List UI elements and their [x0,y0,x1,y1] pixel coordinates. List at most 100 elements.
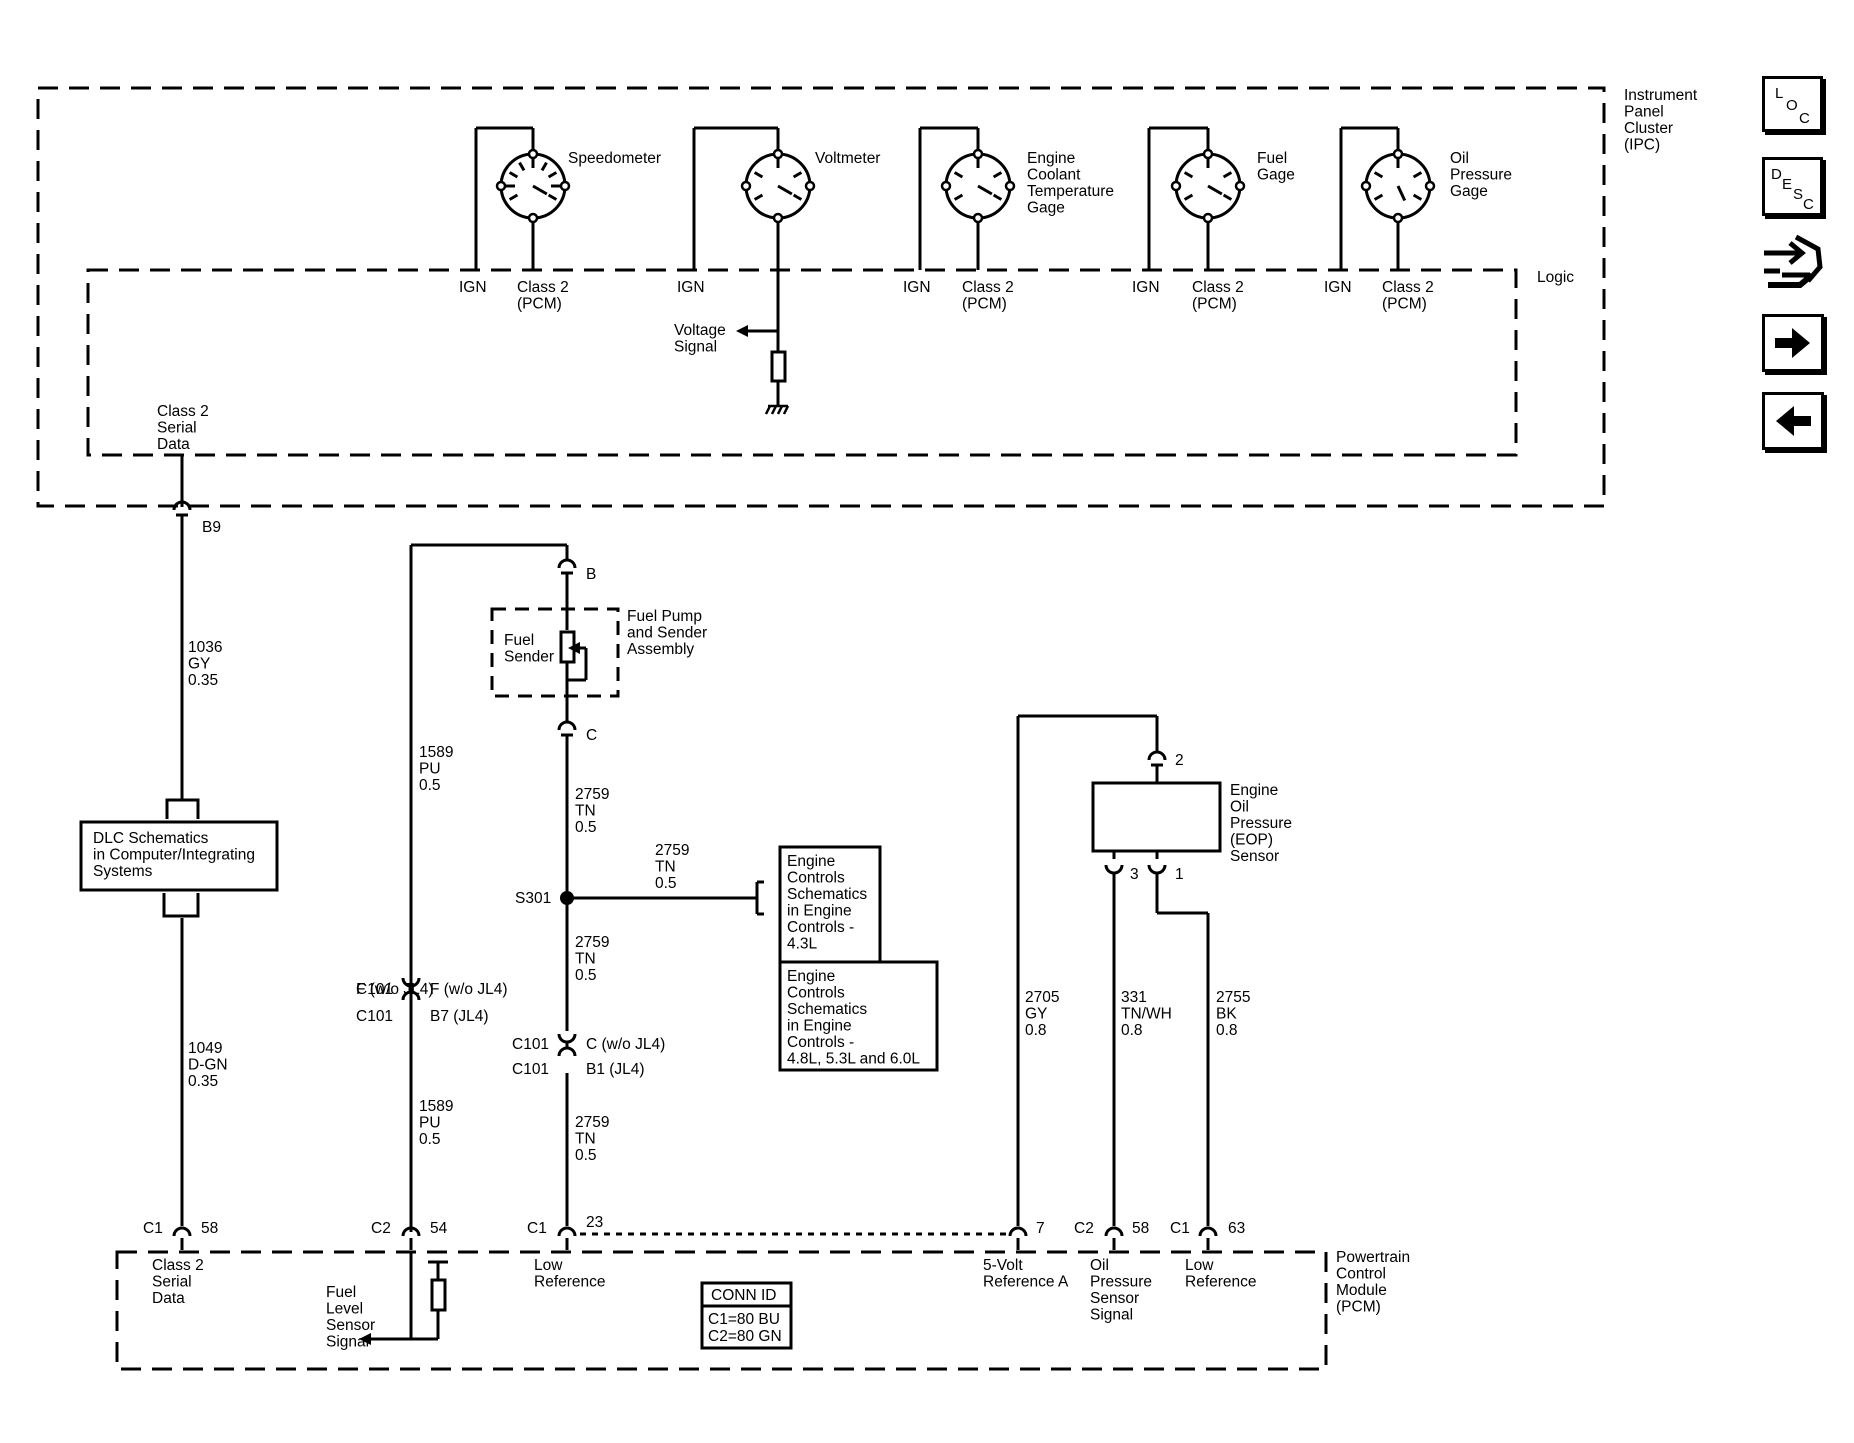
class2-pcm-label-3-line: (PCM) [1192,296,1237,313]
class2-pcm-label-4: Class 2(PCM) [1382,279,1434,313]
class2-pcm-label-2-line: (PCM) [962,296,1007,313]
pcm-title-line: (PCM) [1336,1299,1381,1316]
pcm-five-volt-label-line: 5-Volt [983,1257,1023,1274]
engine-ref-1-text-line: Controls [787,870,845,887]
label-pcm-c1-c: C1 [1170,1220,1190,1237]
label-c101-c: C (w/o JL4) [586,1036,665,1053]
wire-2705-label-line: 2705 [1025,989,1059,1006]
tool-button[interactable] [1760,233,1826,295]
conn-id-lines-line: C2=80 GN [708,1328,782,1345]
gauge-label-3-line: Fuel [1257,150,1287,167]
tool-icon [1764,234,1823,288]
wire-2755-label-line: BK [1216,1006,1237,1023]
wire-1049-label-line: 0.35 [188,1073,218,1090]
pcm-fuel-level-label-line: Fuel [326,1284,356,1301]
eop-sensor-label-line: Oil [1230,799,1249,816]
label-pcm-58-b: 58 [1132,1220,1149,1237]
wire-2759-a-label-line: 2759 [575,786,609,803]
engine-ref-2-text-line: Controls [787,985,845,1002]
pcm-oil-pressure-label-line: Signal [1090,1307,1133,1324]
label-pcm-58-a: 58 [201,1220,218,1237]
class2-pcm-label-0: Class 2(PCM) [517,279,569,313]
gauge-1 [692,126,816,270]
gauge-label-0: Speedometer [568,150,661,167]
label-eop-3: 3 [1130,866,1139,883]
fuel-level-arrow [359,1333,371,1345]
wire-2755-label-line: 2755 [1216,989,1250,1006]
fuel-sender-arrow [568,642,580,654]
eop-sensor-label-line: Sensor [1230,848,1279,865]
loc-button[interactable]: L O C [1762,76,1823,132]
conn-id-lines-line: C1=80 BU [708,1311,780,1328]
logic-label: Logic [1537,269,1574,286]
wires [180,270,1210,1341]
label-c101-b1: B1 (JL4) [586,1061,645,1078]
class2-pcm-label-2: Class 2(PCM) [962,279,1014,313]
wire-2759-b-label-line: 0.5 [575,967,597,984]
connector-b [557,558,577,583]
label-pcm-c2-a: C2 [371,1220,391,1237]
pcm-five-volt-label-line: Reference A [983,1274,1069,1291]
eop-sensor-label-line: Pressure [1230,815,1292,832]
wire-1589-upper-label-line: 0.5 [419,777,441,794]
connector-c101-c-b1 [557,1033,577,1057]
pcm-oil-pressure-label-line: Sensor [1090,1290,1139,1307]
pcm-low-ref-2-label-line: Reference [1185,1274,1257,1291]
pcm-low-ref-1-label-line: Reference [534,1274,606,1291]
ipc-class2-label-line: Data [157,436,190,453]
desc-button[interactable]: D E S C [1762,157,1823,216]
ign-label-1: IGN [677,279,705,296]
loc-letter-c: C [1799,110,1810,127]
label-eop-1: 1 [1175,866,1184,883]
gauge-0 [474,126,571,270]
next-button[interactable] [1762,314,1824,372]
gauge-label-4-line: Oil [1450,150,1469,167]
label-c101-b1-id: C101 [512,1061,549,1078]
wire-1589-lower-label-line: 1589 [419,1098,453,1115]
connector-eop-1 [1147,851,1167,875]
conn-id-box [700,1281,793,1350]
gauge-label-4-line: Gage [1450,183,1488,200]
class2-pcm-label-4-line: (PCM) [1382,296,1427,313]
arrow-right-icon [1775,328,1810,358]
eop-sensor-box [1091,781,1222,853]
engine-ref-2-text-line: in Engine [787,1018,852,1035]
fuel-pump-assembly-label-line: and Sender [627,625,707,642]
pcm-fuel-level-label-line: Level [326,1301,363,1318]
gauge-label-2-line: Gage [1027,200,1065,217]
pcm-class2-label-line: Data [152,1290,185,1307]
wire-2759-b-label-line: 2759 [575,934,609,951]
gauge-label-1: Voltmeter [815,150,880,167]
dlc-box-text-line: Systems [93,863,153,880]
wire-1589-upper-label-line: PU [419,761,441,778]
desc-letter-s: S [1793,186,1803,203]
fuel-pump-assembly-border [490,607,620,698]
previous-button[interactable] [1762,392,1824,450]
pcm-border [115,1250,1328,1371]
label-pcm-c2-b: C2 [1074,1220,1094,1237]
wire-2759-branch-label-line: 2759 [655,842,689,859]
engine-ref-2-text-line: Controls - [787,1034,854,1051]
ign-label-0: IGN [459,279,487,296]
connector-pcm-pin [1104,1226,1124,1237]
wire-1049-label-line: D-GN [188,1057,228,1074]
splice-label: S301 [515,890,551,907]
connector-eop-3 [1104,851,1124,875]
connector-b9 [172,500,192,525]
pcm-oil-pressure-label-line: Pressure [1090,1274,1152,1291]
connector-pcm-pin [401,1226,421,1237]
logic-border [86,268,1518,457]
